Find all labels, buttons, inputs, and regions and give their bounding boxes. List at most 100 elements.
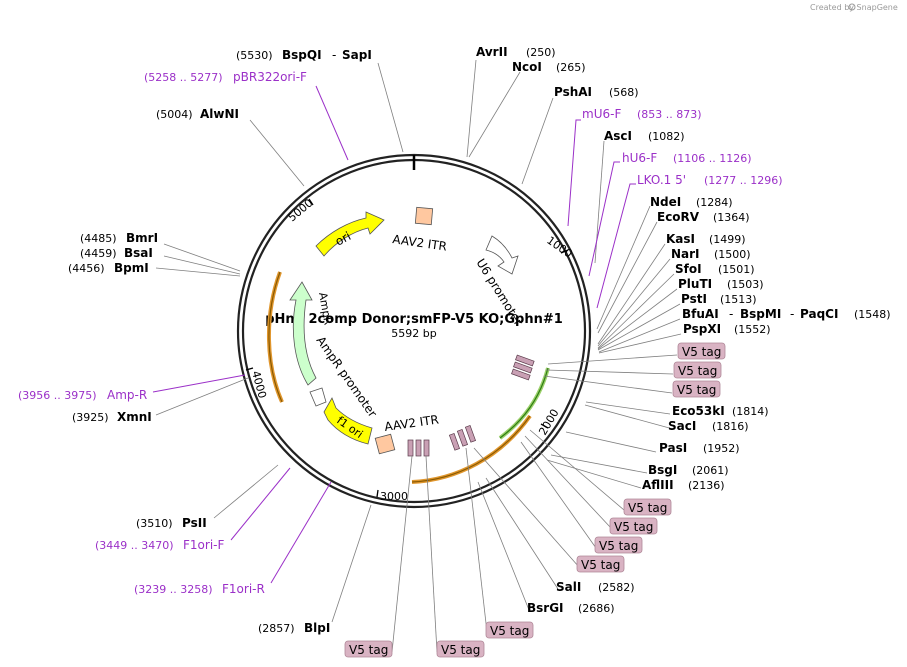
aav2-itr-top-feature[interactable]: AAV2 ITR: [392, 206, 448, 254]
enzyme-asci-pos: (1082): [648, 130, 685, 143]
enzyme-pspxi[interactable]: PspXI: [683, 322, 721, 336]
tick-3000: 3000: [380, 490, 408, 503]
enzyme-bsai[interactable]: BsaI: [124, 246, 153, 260]
v5-tag-text-4: V5 tag: [628, 501, 667, 515]
enzyme-bspqi[interactable]: BspQI: [282, 48, 322, 62]
aav2-itr-bottom-label: AAV2 ITR: [383, 412, 439, 433]
enzyme-xmni[interactable]: XmnI: [117, 410, 152, 424]
enzyme-pasi-pos: (1952): [703, 442, 740, 455]
enzyme-paqci[interactable]: PaqCI: [800, 307, 838, 321]
enzyme-psii[interactable]: PsII: [182, 516, 207, 530]
enzyme-bfuai[interactable]: BfuAI: [682, 307, 719, 321]
enzyme-bpmi[interactable]: BpmI: [114, 261, 149, 275]
enzyme-sapi[interactable]: SapI: [342, 48, 372, 62]
enzyme-ndei[interactable]: NdeI: [650, 195, 681, 209]
primer-hu6-name[interactable]: hU6-F: [622, 151, 657, 165]
primer-mu6-range: (853 .. 873): [637, 108, 702, 121]
credit-text: Created by SnapGene: [810, 3, 898, 12]
v5-tag-text-8: V5 tag: [490, 624, 529, 638]
aav2-itr-bottom-feature[interactable]: AAV2 ITR: [374, 412, 440, 455]
plasmid-name: pHnS 2comp Donor;smFP-V5 KO;Gphn#1: [265, 312, 563, 327]
primer-ampr-range: (3956 .. 3975): [18, 389, 97, 402]
enzyme-blpi[interactable]: BlpI: [304, 621, 330, 635]
primer-f1ori-f-range: (3449 .. 3470): [95, 539, 174, 552]
enzyme-pasi[interactable]: PasI: [659, 441, 687, 455]
primer-f1ori-r-range: (3239 .. 3258): [134, 583, 213, 596]
enzyme-eco53ki-pos: (1814): [732, 405, 769, 418]
enzyme-ncoi[interactable]: NcoI: [512, 60, 542, 74]
v5-tag-label-7[interactable]: V5 tag: [576, 555, 625, 573]
snapgene-logo-icon: [848, 3, 856, 11]
tick-1000-mark: [560, 249, 569, 254]
enzyme-alwni[interactable]: AlwNI: [200, 107, 239, 121]
enzyme-bpmi-pos: (4456): [68, 262, 105, 275]
dash-sep-2: -: [729, 307, 733, 321]
enzyme-eco53ki[interactable]: Eco53kI: [672, 404, 725, 418]
v5-tag-text-3: V5 tag: [677, 383, 716, 397]
leader-lines: [152, 59, 682, 653]
ori-label: ori: [333, 229, 353, 249]
enzyme-bspmi[interactable]: BspMI: [740, 307, 781, 321]
ampr-promoter-feature[interactable]: AmpR promoter: [309, 334, 380, 420]
enzyme-blpi-pos: (2857): [258, 622, 295, 635]
enzyme-bsgi-pos: (2061): [692, 464, 729, 477]
v5-tag-label-6[interactable]: V5 tag: [594, 536, 643, 554]
enzyme-ncoi-pos: (265): [556, 61, 586, 74]
primer-lko-range: (1277 .. 1296): [704, 174, 783, 187]
primer-mu6-name[interactable]: mU6-F: [582, 107, 621, 121]
ampr-label: AmpR: [316, 291, 335, 326]
v5-tag-label-2[interactable]: V5 tag: [673, 361, 722, 379]
v5-tag-label-3[interactable]: V5 tag: [672, 380, 721, 398]
enzyme-bsrgi[interactable]: BsrGI: [527, 601, 564, 615]
enzyme-avrii[interactable]: AvrII: [476, 45, 508, 59]
primer-f1ori-r-name[interactable]: F1ori-R: [222, 582, 265, 596]
enzyme-asci[interactable]: AscI: [604, 129, 632, 143]
enzyme-bmri-pos: (4485): [80, 232, 117, 245]
enzyme-sfoi[interactable]: SfoI: [675, 262, 702, 276]
enzyme-ndei-pos: (1284): [696, 196, 733, 209]
enzyme-kasi[interactable]: KasI: [666, 232, 695, 246]
orange-arc-left-inner: [268, 271, 283, 403]
v5-tag-label-9[interactable]: V5 tag: [436, 640, 485, 658]
plasmid-size: 5592 bp: [391, 327, 436, 340]
v5-tag-label-1[interactable]: V5 tag: [677, 342, 726, 360]
tick-2000-mark: [540, 423, 549, 429]
enzyme-avrii-pos: (250): [526, 46, 556, 59]
enzyme-ecorv[interactable]: EcoRV: [657, 210, 700, 224]
v5-tag-label-4[interactable]: V5 tag: [623, 498, 672, 516]
enzyme-bsgi[interactable]: BsgI: [648, 463, 677, 477]
primer-ampr-name[interactable]: Amp-R: [107, 388, 147, 402]
enzyme-aflIII[interactable]: AflIII: [642, 478, 674, 492]
tick-5000-mark: [308, 198, 314, 206]
v5-tag-label-8[interactable]: V5 tag: [485, 621, 534, 639]
ampr-promoter-label: AmpR promoter: [314, 334, 380, 420]
enzyme-pluti[interactable]: PluTI: [678, 277, 712, 291]
enzyme-saci[interactable]: SacI: [668, 419, 696, 433]
enzyme-pshai[interactable]: PshAI: [554, 85, 592, 99]
ampr-feature[interactable]: AmpR: [289, 281, 335, 386]
enzyme-bmri[interactable]: BmrI: [126, 231, 158, 245]
v5-tag-label-10[interactable]: V5 tag: [344, 640, 393, 658]
ori-feature[interactable]: ori: [315, 211, 385, 257]
tick-4000-mark: [245, 367, 254, 371]
enzyme-psti[interactable]: PstI: [681, 292, 707, 306]
green-arc-inner: [499, 367, 549, 439]
primer-hu6-range: (1106 .. 1126): [673, 152, 752, 165]
enzyme-psti-pos: (1513): [720, 293, 757, 306]
dash-sep-3: -: [790, 307, 794, 321]
primer-f1ori-f-name[interactable]: F1ori-F: [183, 538, 224, 552]
enzyme-ecorv-pos: (1364): [713, 211, 750, 224]
primer-lko-name[interactable]: LKO.1 5': [637, 173, 686, 187]
enzyme-pluti-pos: (1503): [727, 278, 764, 291]
enzyme-bsai-pos: (4459): [80, 247, 117, 260]
primer-pbr322-name[interactable]: pBR322ori-F: [233, 70, 307, 84]
v5-tag-text-7: V5 tag: [581, 558, 620, 572]
enzyme-pshai-pos: (568): [609, 86, 639, 99]
enzyme-kasi-pos: (1499): [709, 233, 746, 246]
dash-sep-1: -: [332, 48, 336, 62]
enzyme-sali[interactable]: SalI: [556, 580, 581, 594]
enzyme-nari[interactable]: NarI: [671, 247, 700, 261]
v5-tag-label-5[interactable]: V5 tag: [609, 517, 658, 535]
tick-3000-mark: [376, 489, 379, 498]
